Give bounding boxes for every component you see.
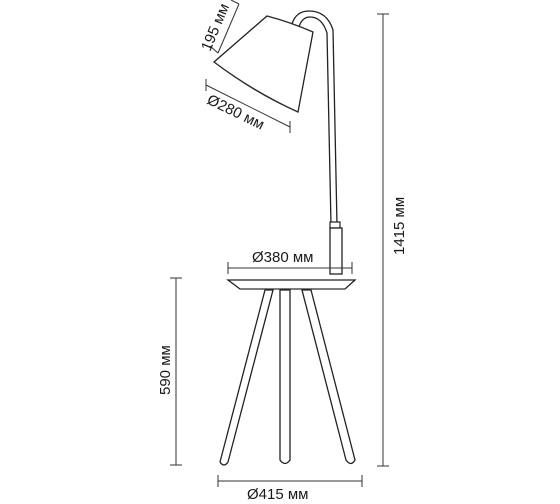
table-height-label: 590 мм: [157, 345, 174, 395]
table-diameter-label: Ø380 мм: [252, 249, 314, 266]
dim-base-diameter: Ø415 мм: [217, 475, 363, 503]
shade-diameter-label: Ø280 мм: [204, 91, 267, 133]
lamp-shade: [212, 15, 314, 113]
dim-table-height: 590 мм: [157, 277, 182, 466]
base-diameter-label: Ø415 мм: [247, 486, 309, 503]
dim-total-height: 1415 мм: [377, 13, 408, 467]
lamp-stem: [291, 10, 343, 275]
total-height-label: 1415 мм: [391, 197, 408, 255]
dim-table-diameter: Ø380 мм: [227, 249, 353, 274]
shade-height-label: 195 мм: [198, 1, 233, 54]
table-top: [226, 279, 357, 290]
tripod-legs: [219, 289, 356, 466]
